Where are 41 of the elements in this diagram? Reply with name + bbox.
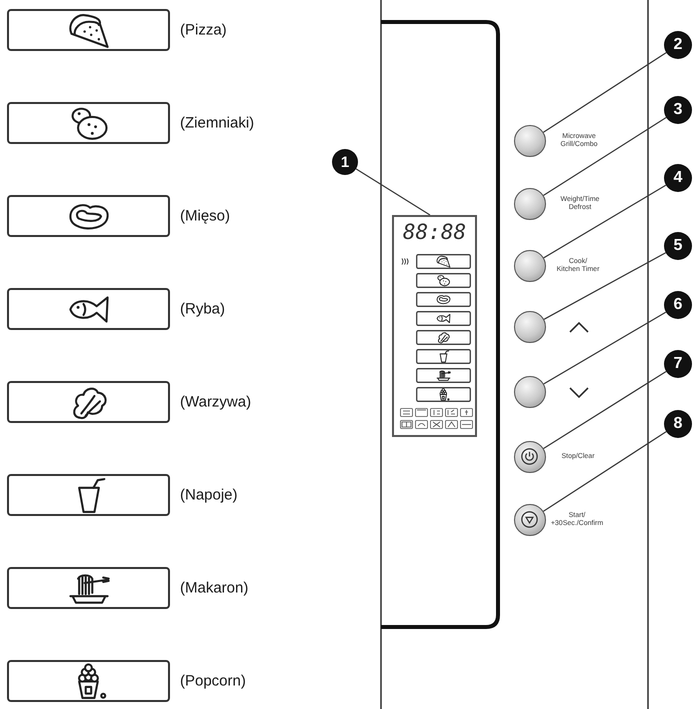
leader-line [356, 168, 430, 216]
symbol-frame [7, 9, 170, 51]
program-label: (Makaron) [180, 579, 248, 597]
program-label: (Ziemniaki) [180, 114, 254, 132]
symbol-frame [7, 660, 170, 702]
program-label: (Mięso) [180, 207, 230, 225]
program-label: (Warzywa) [180, 393, 252, 411]
leader-line [543, 370, 666, 449]
program-label: (Napoje) [180, 486, 238, 504]
push-button [514, 504, 546, 536]
symbol-frame [7, 195, 170, 237]
program-label: (Popcorn) [180, 672, 246, 690]
callout-number: 8 [664, 410, 692, 438]
leader-line [543, 184, 666, 258]
leader-line [543, 52, 667, 133]
symbol-frame [7, 288, 170, 330]
callout-number: 3 [664, 96, 692, 124]
push-button [514, 188, 546, 220]
push-button [514, 250, 546, 282]
push-button [514, 441, 546, 473]
push-button [514, 311, 546, 343]
push-button [514, 125, 546, 157]
leader-line [543, 117, 666, 196]
callout-number: 5 [664, 232, 692, 260]
digit-readout: 88:88 [402, 219, 468, 245]
symbol-frame [7, 474, 170, 516]
callout-number: 7 [664, 350, 692, 378]
callout-number: 6 [664, 291, 692, 319]
leader-line [544, 252, 666, 320]
callout-number: 1 [332, 149, 358, 175]
symbol-frame [7, 567, 170, 609]
callout-number: 2 [664, 31, 692, 59]
push-button [514, 376, 546, 408]
program-label: (Ryba) [180, 300, 226, 318]
program-label: (Pizza) [180, 21, 227, 39]
symbol-frame [7, 102, 170, 144]
lcd-display [392, 215, 477, 437]
leader-line [543, 431, 667, 512]
symbol-frame [7, 381, 170, 423]
leader-line [544, 312, 666, 384]
callout-number: 4 [664, 164, 692, 192]
